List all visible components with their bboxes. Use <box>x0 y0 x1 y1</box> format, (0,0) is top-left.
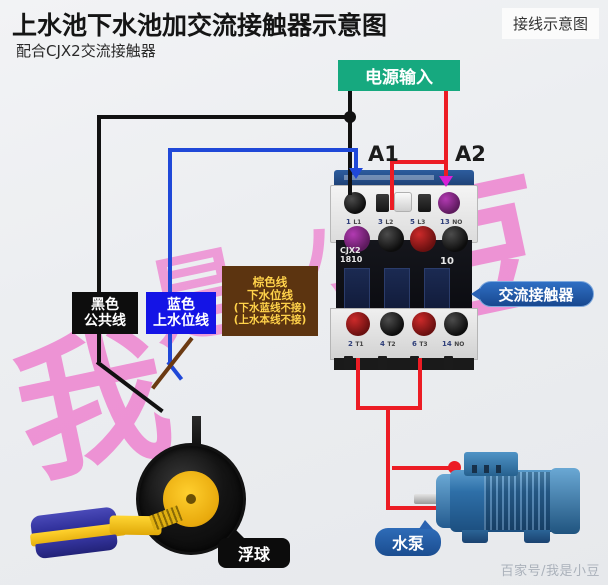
label-blue-upper-level-wire: 蓝色 上水位线 <box>146 292 216 334</box>
terminal-num: 13 <box>440 218 450 226</box>
chip-line-4: (上水本线不接) <box>233 314 307 327</box>
float-cable-stub <box>192 416 201 446</box>
chip-line-2: 下水位线 <box>247 287 293 302</box>
wire-red-to-motor-vertical <box>386 406 390 510</box>
terminal-num: 14 <box>442 340 452 348</box>
corner-note-label: 接线示意图 <box>501 8 599 39</box>
terminal-code: NO <box>452 219 463 226</box>
terminal-label-a2: A2 <box>455 142 486 166</box>
chip-line-3: (下水蓝线不接) <box>233 302 307 315</box>
wire-black-to-l1 <box>348 115 352 195</box>
wire-red-t3-drop <box>418 358 422 410</box>
terminal-code: L2 <box>385 219 394 226</box>
chip-line-2: 上水位线 <box>153 313 209 329</box>
wire-blue-arrowhead <box>349 168 363 179</box>
terminal-text-l2: 3 L2 <box>378 218 393 226</box>
wire-red-arrowhead <box>439 176 453 187</box>
callout-float-switch: 浮球 <box>218 529 290 568</box>
chip-line-1: 黑色 <box>91 296 119 313</box>
label-brown-lower-level-wire: 棕色线 下水位线 (下水蓝线不接) (上水本线不接) <box>222 266 318 336</box>
wire-red-t1-drop <box>356 358 360 410</box>
motor-rear-cover <box>550 468 580 534</box>
base-terminal-3 <box>410 356 419 370</box>
wire-red-a2-horizontal <box>390 160 448 164</box>
power-screw-13 <box>442 226 468 252</box>
motor-shaft <box>414 494 444 504</box>
wire-black-horizontal <box>97 115 352 119</box>
contactor-coil-button-right <box>418 194 431 212</box>
base-terminal-2 <box>378 356 387 370</box>
base-terminal-4 <box>444 356 453 370</box>
motor-foot-right <box>524 530 550 543</box>
wire-black-chip-drop <box>97 334 101 362</box>
power-screw-1 <box>344 226 370 252</box>
base-terminal-1 <box>344 356 353 370</box>
wire-junction-dot <box>344 111 356 123</box>
label-black-common-wire: 黑色 公共线 <box>72 292 138 334</box>
wire-brown-to-float <box>151 336 194 390</box>
terminal-text-no13: 13 NO <box>440 218 462 226</box>
terminal-code: T3 <box>419 341 428 348</box>
terminal-text-no14: 14 NO <box>442 340 464 348</box>
terminal-code: L1 <box>353 219 362 226</box>
wire-red-power-drop <box>444 91 448 173</box>
float-ball-body <box>29 504 183 561</box>
terminal-num: 3 <box>378 218 383 226</box>
contactor-device: 1 L1 3 L2 5 L3 13 NO CJX2 1810 10 <box>330 170 478 370</box>
power-screw-5 <box>410 226 436 252</box>
contactor-base <box>334 358 474 370</box>
wire-blue-left-drop <box>168 148 172 295</box>
terminal-text-t3: 6 T3 <box>412 340 428 348</box>
wire-red-to-motor-horizontal <box>386 506 484 510</box>
motor-foot-left <box>462 530 488 543</box>
chip-line-1: 棕色线 <box>252 274 288 289</box>
wire-red-a2-drop <box>444 160 448 182</box>
output-screw-6 <box>412 312 436 336</box>
terminal-code: NO <box>454 341 465 348</box>
page-subtitle: 配合CJX2交流接触器 <box>16 42 156 60</box>
terminal-num: 4 <box>380 340 385 348</box>
motor-cooling-fins <box>484 472 560 530</box>
wire-blue-horizontal <box>168 148 358 152</box>
wire-black-power-drop <box>348 91 352 118</box>
motor-housing <box>450 470 562 532</box>
power-input-box: 电源输入 <box>338 60 460 91</box>
terminal-num: 1 <box>346 218 351 226</box>
terminal-code: T2 <box>387 341 396 348</box>
terminal-num: 5 <box>410 218 415 226</box>
chip-line-1: 蓝色 <box>167 296 195 313</box>
wire-blue-to-a1 <box>354 148 358 172</box>
output-screw-4 <box>380 312 404 336</box>
contactor-brand-text: CJX2 1810 <box>340 246 363 265</box>
terminal-label-a1: A1 <box>368 142 399 166</box>
page-title: 上水池下水池加交流接触器示意图 <box>12 11 388 40</box>
terminal-code: L3 <box>417 219 426 226</box>
contactor-test-button <box>394 192 412 212</box>
contactor-coil-button-left <box>376 194 389 212</box>
terminal-code: T1 <box>355 341 364 348</box>
output-screw-2 <box>346 312 370 336</box>
output-screw-14 <box>444 312 468 336</box>
terminal-screw-l1 <box>344 192 366 214</box>
wire-blue-chip-drop <box>168 334 172 362</box>
power-screw-3 <box>378 226 404 252</box>
wire-red-motor-box <box>392 466 454 470</box>
wire-red-to-l3 <box>390 160 394 210</box>
terminal-text-t1: 2 T1 <box>348 340 364 348</box>
terminal-text-l3: 5 L3 <box>410 218 425 226</box>
terminal-text-l1: 1 L1 <box>346 218 361 226</box>
callout-water-pump: 水泵 <box>375 520 441 556</box>
motor-terminal-box <box>464 452 518 476</box>
terminal-text-t2: 4 T2 <box>380 340 396 348</box>
terminal-screw-no13 <box>438 192 460 214</box>
float-switch-assembly <box>29 416 305 568</box>
terminal-num: 6 <box>412 340 417 348</box>
terminal-num: 2 <box>348 340 353 348</box>
wire-black-left-drop <box>97 115 101 295</box>
callout-contactor: 交流接触器 <box>471 281 594 307</box>
chip-line-2: 公共线 <box>84 313 126 329</box>
watermark-signature: 百家号/我是小豆 <box>500 564 600 579</box>
water-pump-motor <box>414 448 593 553</box>
contactor-rating-text: 10 <box>440 256 454 267</box>
